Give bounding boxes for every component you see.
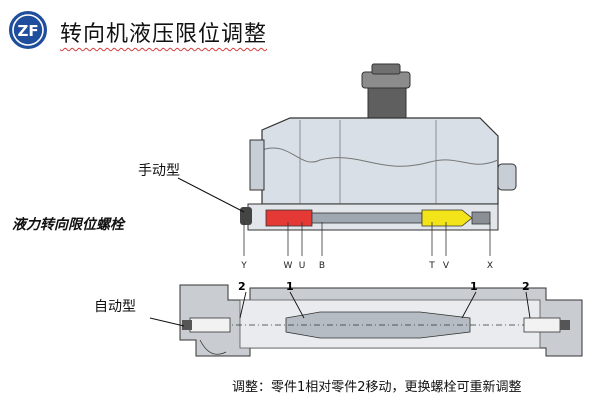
- part-number-2-right: 2: [522, 280, 530, 293]
- marker-label-v: V: [443, 261, 450, 271]
- zf-logo-text: ZF: [17, 22, 38, 40]
- left-cover: [249, 139, 265, 191]
- right-bolt-head: [560, 320, 570, 330]
- hydraulic-limit-bolt-label: 液力转向限位螺栓: [12, 217, 124, 233]
- callout-line-1-left: [289, 291, 305, 319]
- housing-contour: [261, 147, 499, 167]
- callout-line-1-right: [461, 291, 477, 319]
- yellow-limit-valve: [421, 209, 473, 227]
- top-nut-cap: [371, 63, 401, 75]
- red-limit-valve: [265, 209, 313, 227]
- sector-shaft: [367, 87, 407, 121]
- auto-type-label: 自动型: [94, 299, 136, 315]
- marker-label-b: B: [319, 261, 325, 271]
- piston-rod: [311, 212, 423, 224]
- lower-left-flange: [199, 339, 227, 355]
- marker-label-t: T: [428, 261, 435, 271]
- left-bolt-head: [182, 320, 192, 330]
- housing-ribs: [299, 120, 437, 204]
- manual-leader-line: [177, 177, 245, 213]
- adjustment-caption: 调整：零件1相对零件2移动，更换螺栓可重新调整: [232, 380, 522, 395]
- auto-leader-line: [149, 317, 185, 327]
- part-number-2-left: 2: [238, 280, 246, 293]
- page-title: 转向机液压限位调整: [60, 22, 268, 47]
- marker-label-w: W: [284, 261, 293, 271]
- part-number-1-right: 1: [470, 280, 478, 293]
- left-adjuster: [240, 207, 252, 225]
- housing-body: [261, 117, 499, 205]
- lower-piston: [285, 311, 471, 339]
- marker-label-u: U: [299, 261, 306, 271]
- zf-logo: ZF: [9, 11, 47, 49]
- left-bolt: [189, 317, 231, 333]
- marker-label-x: X: [487, 261, 493, 271]
- marker-label-y: Y: [240, 261, 247, 271]
- right-bolt: [523, 317, 561, 333]
- callout-line-2-right: [525, 291, 531, 319]
- auto-type-section: 2 1 1 2: [149, 280, 583, 357]
- right-plug: [471, 211, 491, 225]
- part-number-1-left: 1: [286, 280, 294, 293]
- right-port: [497, 163, 517, 191]
- manual-type-label: 手动型: [138, 163, 180, 179]
- callout-line-2-left: [239, 291, 247, 319]
